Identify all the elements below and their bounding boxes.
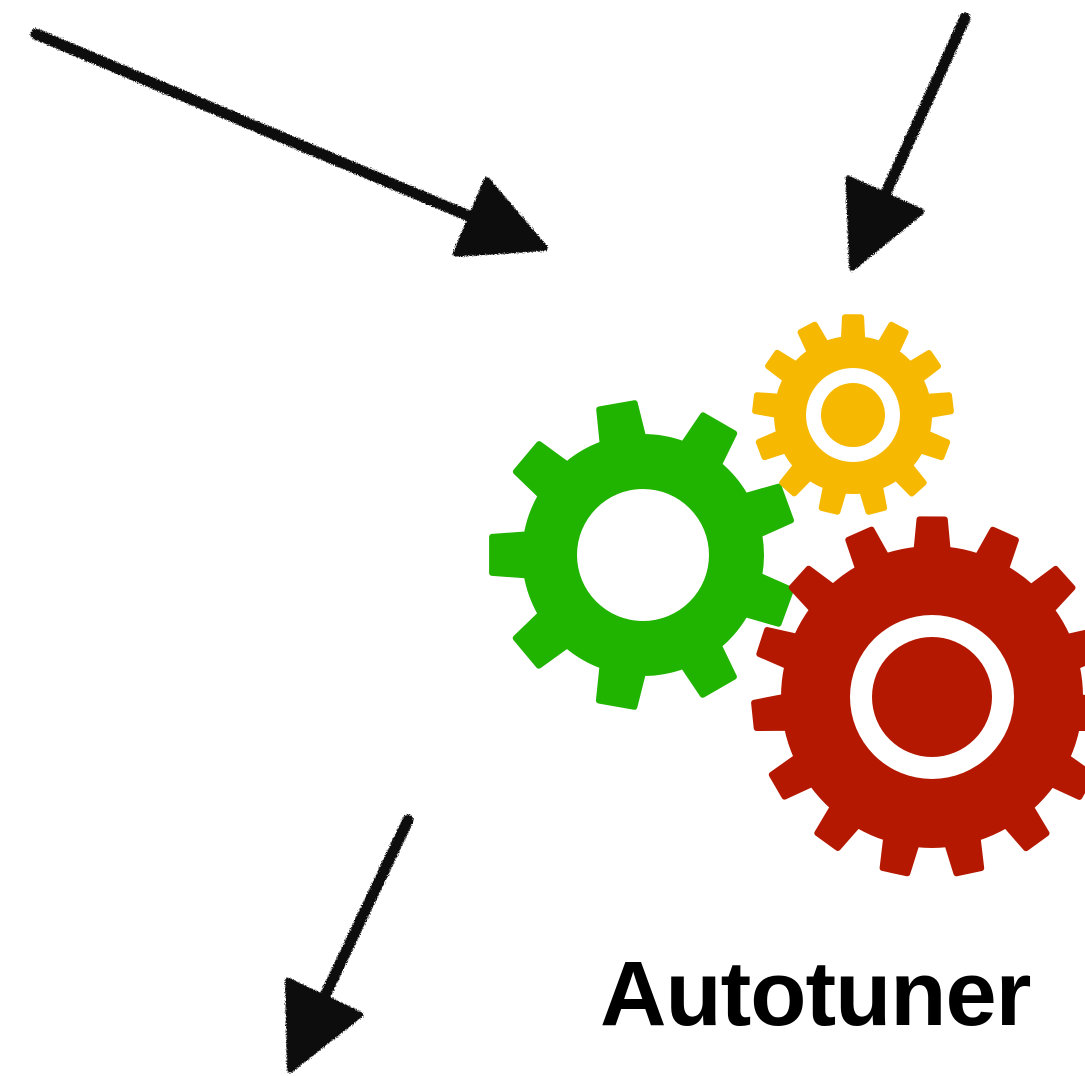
- red-gear-icon: [751, 516, 1085, 877]
- arrow-head: [452, 177, 548, 257]
- yellow-gear-icon: [752, 314, 954, 515]
- arrow-head: [285, 977, 364, 1073]
- autotuner-label: Autotuner: [600, 943, 1031, 1045]
- gear-hole: [577, 489, 709, 621]
- arrow-shaft: [314, 814, 414, 1013]
- input-arrow-top-icon: [845, 12, 971, 271]
- arrow-shaft: [875, 12, 971, 210]
- output-arrow-icon: [285, 814, 414, 1073]
- input-arrow-left-icon: [30, 28, 548, 257]
- arrow-shaft: [30, 28, 486, 227]
- gear-hub: [821, 383, 885, 447]
- green-gear-icon: [489, 400, 794, 710]
- gear-hub: [872, 637, 992, 757]
- arrow-head: [845, 175, 925, 271]
- gears-group: [489, 314, 1085, 877]
- arrows-group: [30, 12, 971, 1073]
